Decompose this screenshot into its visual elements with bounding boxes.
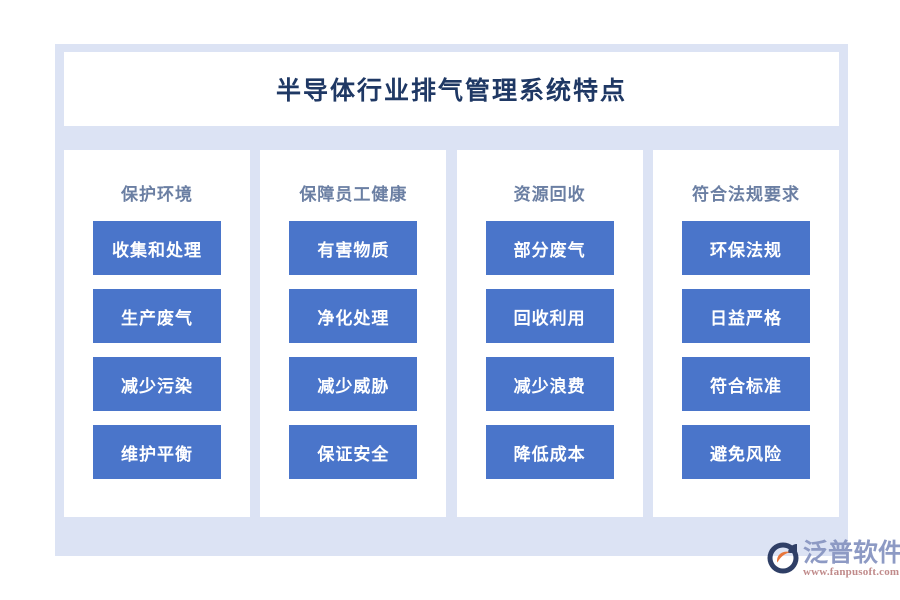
fanpu-logo-icon bbox=[767, 542, 799, 574]
column-header-2: 保障员工健康 bbox=[299, 185, 408, 204]
chip-3-3[interactable]: 减少浪费 bbox=[485, 357, 614, 411]
chip-4-4[interactable]: 避免风险 bbox=[681, 425, 810, 479]
column-card-3: 资源回收 部分废气 回收利用 减少浪费 降低成本 bbox=[456, 150, 643, 517]
chip-4-1[interactable]: 环保法规 bbox=[681, 221, 810, 275]
chip-list-2: 有害物质 净化处理 减少威胁 保证安全 bbox=[289, 221, 418, 479]
brand-words: 泛普软件 www.fanpusoft.com bbox=[803, 540, 900, 579]
chip-4-3[interactable]: 符合标准 bbox=[681, 357, 810, 411]
brand-logo: 泛普软件 www.fanpusoft.com bbox=[766, 540, 900, 586]
chip-2-3[interactable]: 减少威胁 bbox=[289, 357, 418, 411]
chip-1-2[interactable]: 生产废气 bbox=[93, 289, 221, 343]
column-header-4: 符合法规要求 bbox=[691, 185, 800, 204]
chip-1-4[interactable]: 维护平衡 bbox=[93, 425, 221, 479]
brand-url: www.fanpusoft.com bbox=[803, 566, 900, 578]
title-card: 半导体行业排气管理系统特点 bbox=[64, 52, 839, 126]
chip-4-2[interactable]: 日益严格 bbox=[681, 289, 810, 343]
chip-list-1: 收集和处理 生产废气 减少污染 维护平衡 bbox=[93, 221, 221, 479]
chip-3-4[interactable]: 降低成本 bbox=[485, 425, 614, 479]
brand-name: 泛普软件 bbox=[803, 539, 900, 567]
column-card-2: 保障员工健康 有害物质 净化处理 减少威胁 保证安全 泛普软件 www.fanp… bbox=[260, 150, 536, 517]
chip-list-4: 环保法规 日益严格 符合标准 避免风险 bbox=[681, 221, 810, 479]
column-header-1: 保护环境 bbox=[121, 185, 193, 204]
column-card-4: 符合法规要求 环保法规 日益严格 符合标准 避免风险 bbox=[652, 150, 839, 517]
columns-row: 保护环境 收集和处理 生产废气 减少污染 维护平衡 保障员工健康 有害物质 净化… bbox=[64, 150, 839, 517]
chip-1-1[interactable]: 收集和处理 bbox=[93, 221, 221, 275]
chip-3-1[interactable]: 部分废气 bbox=[485, 221, 614, 275]
column-header-3: 资源回收 bbox=[513, 185, 586, 204]
chip-3-2[interactable]: 回收利用 bbox=[485, 289, 614, 343]
column-card-1: 保护环境 收集和处理 生产废气 减少污染 维护平衡 bbox=[64, 150, 250, 517]
chip-2-1[interactable]: 有害物质 bbox=[289, 221, 418, 275]
chip-list-3: 部分废气 回收利用 减少浪费 降低成本 bbox=[485, 221, 614, 479]
chip-2-2[interactable]: 净化处理 bbox=[289, 289, 418, 343]
chip-2-4[interactable]: 保证安全 bbox=[289, 425, 418, 479]
page-title: 半导体行业排气管理系统特点 bbox=[275, 77, 627, 105]
chip-1-3[interactable]: 减少污染 bbox=[93, 357, 221, 411]
